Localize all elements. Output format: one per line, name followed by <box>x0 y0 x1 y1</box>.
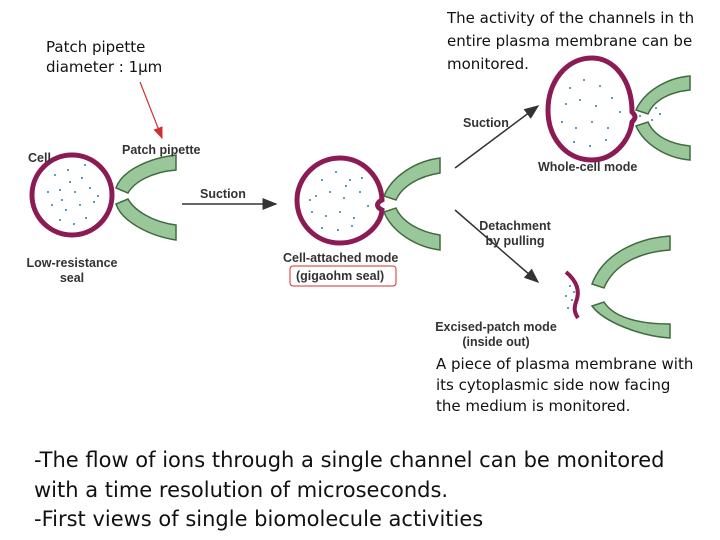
detachment-line1: Detachment <box>479 219 551 233</box>
whole-cell-label: Whole-cell mode <box>538 160 638 174</box>
cell-attached-label: Cell-attached mode <box>283 251 399 265</box>
cytoplasm-dots-2 <box>309 171 369 231</box>
pipette-upper-4 <box>591 235 671 289</box>
whole-cell-note-line1: The activity of the channels in th <box>447 9 695 27</box>
stage-2-cell-attached <box>289 155 441 287</box>
excised-note-line3: the medium is monitored. <box>436 397 631 415</box>
pipette-lower-2 <box>383 207 441 251</box>
summary-line2: with a time resolution of microseconds. <box>34 478 449 502</box>
suction-label-2: Suction <box>463 116 509 130</box>
stage-1-cell-and-pipette <box>29 152 177 241</box>
suction-arrow-2 <box>454 105 540 169</box>
cell-membrane-1 <box>29 152 115 238</box>
excised-note-line1: A piece of plasma membrane with <box>436 355 694 373</box>
cell-label: Cell <box>28 151 51 165</box>
pipette-upper-1 <box>115 154 177 194</box>
detachment-arrow <box>454 209 540 283</box>
cell-membrane-2 <box>294 155 385 246</box>
suction-label-1: Suction <box>200 187 246 201</box>
stage-3-whole-cell <box>545 55 691 163</box>
pipette-upper-2 <box>383 157 441 201</box>
pipette-upper-3 <box>634 75 691 115</box>
summary-line1: -The flow of ions through a single chann… <box>34 448 665 472</box>
excised-label-line2: (inside out) <box>462 335 530 349</box>
gigaohm-label: (gigaohm seal) <box>296 269 385 283</box>
cytoplasm-dots-1 <box>47 164 99 225</box>
membrane-patch <box>564 270 580 320</box>
low-resistance-line2: seal <box>59 271 85 285</box>
whole-cell-note-line2: entire plasma membrane can be <box>447 32 693 50</box>
released-dots-4 <box>565 285 575 309</box>
detachment-line2: by pulling <box>485 234 545 248</box>
pipette-label: Patch pipette <box>122 143 201 157</box>
excised-note-line2: its cytoplasmic side now facing <box>436 376 671 394</box>
cell-membrane-3 <box>545 55 638 163</box>
excised-label-line1: Excised-patch mode <box>435 320 557 334</box>
pipette-lower-3 <box>634 121 691 161</box>
pipette-diameter-note-line2: diameter : 1μm <box>46 58 163 76</box>
pipette-lower-4 <box>590 301 671 339</box>
whole-cell-note-line3: monitored. <box>447 55 529 73</box>
summary-line3: -First views of single biomolecule activ… <box>34 507 484 531</box>
low-resistance-line1: Low-resistance <box>26 256 118 270</box>
pipette-diameter-note-line1: Patch pipette <box>46 38 146 56</box>
annotation-arrow <box>139 81 163 140</box>
stage-4-excised-patch <box>564 235 671 339</box>
pipette-lower-1 <box>115 198 177 241</box>
gigaohm-seal-box <box>289 265 397 287</box>
